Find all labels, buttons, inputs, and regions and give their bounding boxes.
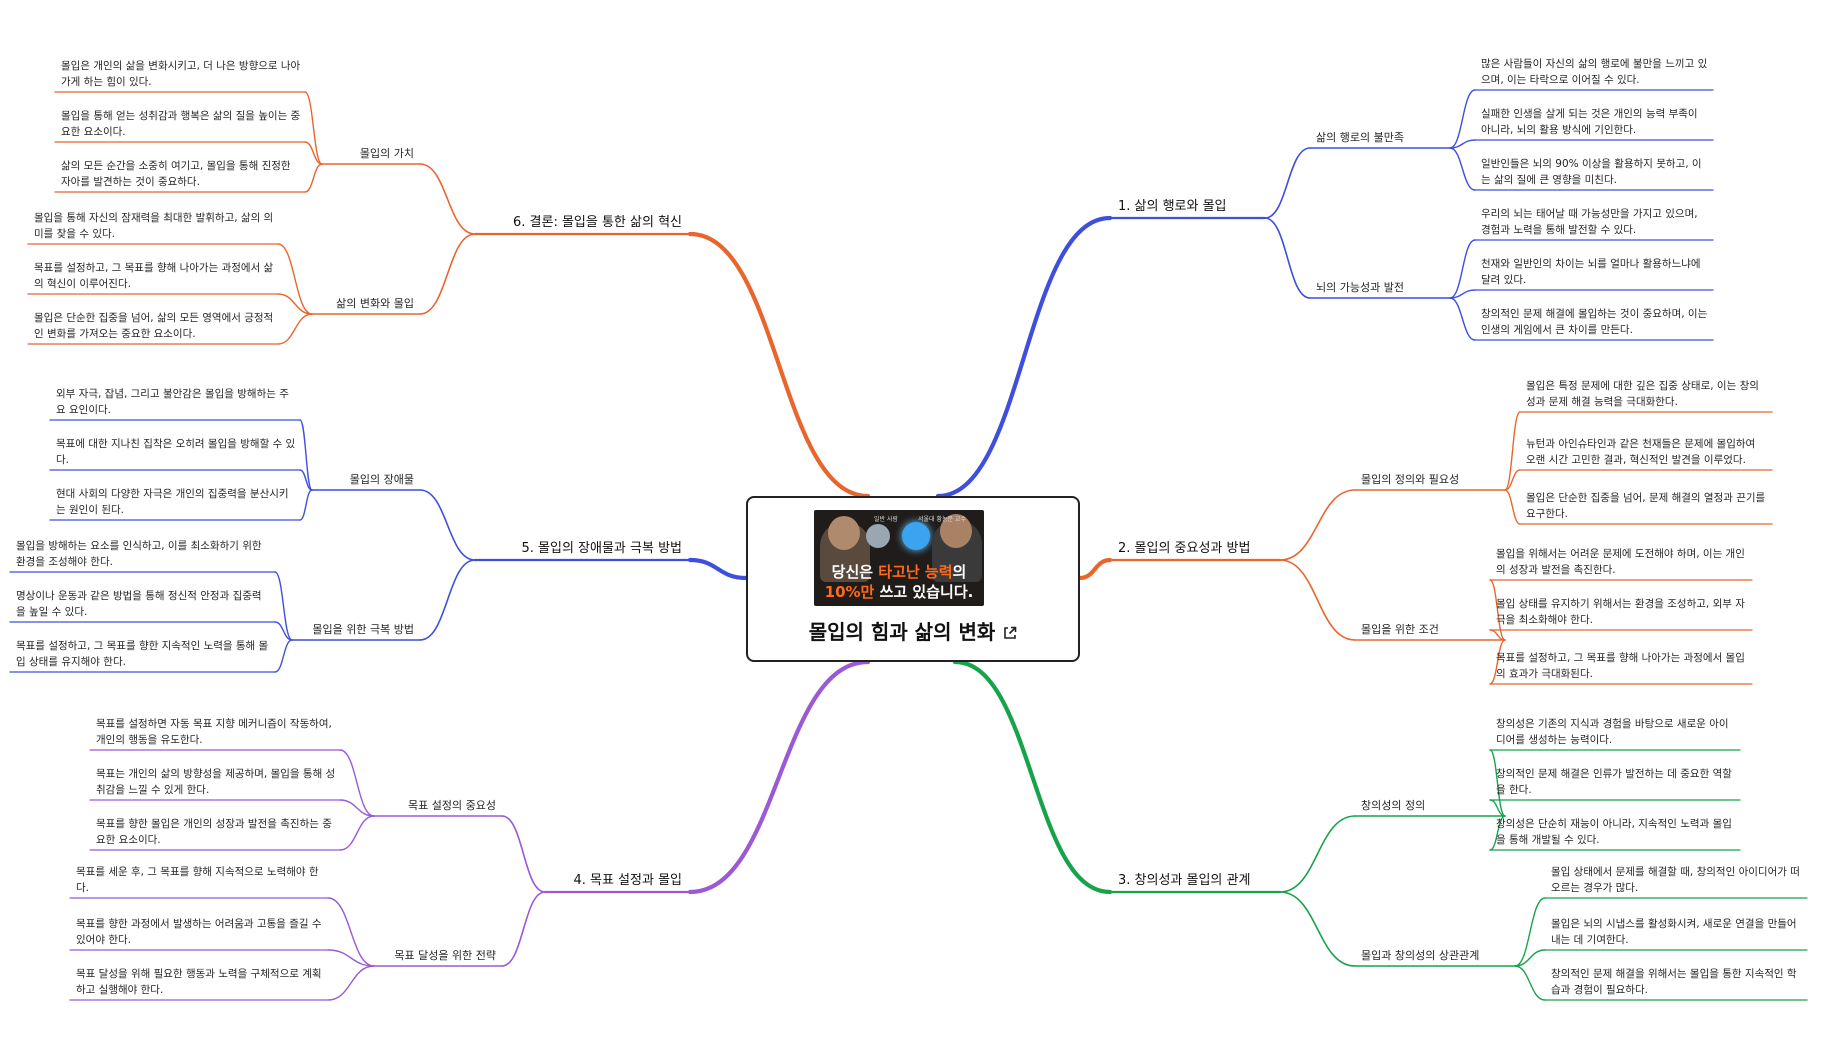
branch-b3-sub-0-leaf-0[interactable]: 창의성은 기존의 지식과 경험을 바탕으로 새로운 아이디어를 생성하는 능력이… bbox=[1496, 716, 1736, 748]
branch-b5-sub-0-label[interactable]: 몰입의 장애물 bbox=[312, 473, 414, 487]
branch-b3-sub-1-leaf-1[interactable]: 몰입은 뇌의 시냅스를 활성화시켜, 새로운 연결을 만들어내는 데 기여한다. bbox=[1551, 916, 1803, 948]
branch-b6-sub-1-leaf-1[interactable]: 목표를 설정하고, 그 목표를 향해 나아가는 과정에서 삶의 혁신이 이루어진… bbox=[34, 260, 274, 292]
branch-b3-sub-1-leaf-0[interactable]: 몰입 상태에서 문제를 해결할 때, 창의적인 아이디어가 떠오르는 경우가 많… bbox=[1551, 864, 1803, 896]
branch-b4-sub-1-leaf-0[interactable]: 목표를 세운 후, 그 목표를 향해 지속적으로 노력해야 한다. bbox=[76, 864, 324, 896]
external-link-icon[interactable] bbox=[1003, 626, 1017, 640]
branch-b4-sub-1-label[interactable]: 목표 달성을 위한 전략 bbox=[374, 949, 496, 963]
brain-gray-icon bbox=[866, 524, 890, 548]
caption-pre: 당신은 bbox=[832, 563, 879, 581]
branch-b2-sub-1-label[interactable]: 몰입을 위한 조건 bbox=[1361, 623, 1505, 637]
person-left-head bbox=[828, 516, 860, 550]
branch-b6-label[interactable]: 6. 결론: 몰입을 통한 삶의 혁신 bbox=[475, 215, 682, 231]
branch-b1-sub-1-leaf-2[interactable]: 창의적인 문제 해결에 몰입하는 것이 중요하며, 이는 인생의 게임에서 큰 … bbox=[1481, 306, 1709, 338]
thumbnail-tag-right: 서울대 황농문 교수 bbox=[918, 514, 966, 523]
branch-b3-sub-0-leaf-2[interactable]: 창의성은 단순히 재능이 아니라, 지속적인 노력과 몰입을 통해 개발될 수 … bbox=[1496, 816, 1736, 848]
branch-b2-sub-0-leaf-2[interactable]: 몰입은 단순한 집중을 넘어, 문제 해결의 열정과 끈기를 요구한다. bbox=[1526, 490, 1768, 522]
branch-b2-sub-1-leaf-0[interactable]: 몰입을 위해서는 어려운 문제에 도전해야 하며, 이는 개인의 성장과 발전을… bbox=[1496, 546, 1748, 578]
branch-b4-sub-1-leaf-1[interactable]: 목표를 향한 과정에서 발생하는 어려움과 고통을 즐길 수 있어야 한다. bbox=[76, 916, 324, 948]
branch-b4-sub-0-leaf-0[interactable]: 목표를 설정하면 자동 목표 지향 메커니즘이 작동하여, 개인의 행동을 유도… bbox=[96, 716, 336, 748]
branch-b6-sub-1-leaf-0[interactable]: 몰입을 통해 자신의 잠재력을 최대한 발휘하고, 삶의 의미를 찾을 수 있다… bbox=[34, 210, 274, 242]
branch-b2-sub-0-leaf-0[interactable]: 몰입은 특정 문제에 대한 깊은 집중 상태로, 이는 창의성과 문제 해결 능… bbox=[1526, 378, 1768, 410]
branch-b3-sub-1-label[interactable]: 몰입과 창의성의 상관관계 bbox=[1361, 949, 1515, 963]
branch-b1-sub-0-leaf-1[interactable]: 실패한 인생을 살게 되는 것은 개인의 능력 부족이 아니라, 뇌의 활용 방… bbox=[1481, 106, 1709, 138]
branch-b3-sub-1-leaf-2[interactable]: 창의적인 문제 해결을 위해서는 몰입을 통한 지속적인 학습과 경험이 필요하… bbox=[1551, 966, 1803, 998]
branch-b6-sub-0-leaf-0[interactable]: 몰입은 개인의 삶을 변화시키고, 더 나은 방향으로 나아가게 하는 힘이 있… bbox=[61, 58, 301, 90]
branch-b3-label[interactable]: 3. 창의성과 몰입의 관계 bbox=[1118, 873, 1280, 889]
branch-b6-sub-1-leaf-2[interactable]: 몰입은 단순한 집중을 넘어, 삶의 모든 영역에서 긍정적인 변화를 가져오는… bbox=[34, 310, 274, 342]
branch-b2-sub-0-label[interactable]: 몰입의 정의와 필요성 bbox=[1361, 473, 1505, 487]
branch-b2-sub-1-leaf-1[interactable]: 몰입 상태를 유지하기 위해서는 환경을 조성하고, 외부 자극을 최소화해야 … bbox=[1496, 596, 1748, 628]
branch-b1-sub-0-label[interactable]: 삶의 행로의 불만족 bbox=[1316, 131, 1450, 145]
branch-b5-sub-1-label[interactable]: 몰입을 위한 극복 방법 bbox=[292, 623, 414, 637]
branch-b6-sub-1-label[interactable]: 삶의 변화와 몰입 bbox=[312, 297, 414, 311]
branch-b5-sub-0-leaf-1[interactable]: 목표에 대한 지나친 집착은 오히려 몰입을 방해할 수 있다. bbox=[56, 436, 296, 468]
branch-b4-sub-0-leaf-2[interactable]: 목표를 향한 몰입은 개인의 성장과 발전을 촉진하는 중요한 요소이다. bbox=[96, 816, 336, 848]
branch-b1-sub-0-leaf-0[interactable]: 많은 사람들이 자신의 삶의 행로에 불만을 느끼고 있으며, 이는 타락으로 … bbox=[1481, 56, 1709, 88]
branch-b5-sub-1-leaf-1[interactable]: 명상이나 운동과 같은 방법을 통해 정신적 안정과 집중력을 높일 수 있다. bbox=[16, 588, 271, 620]
branch-b2-label[interactable]: 2. 몰입의 중요성과 방법 bbox=[1118, 541, 1280, 557]
branch-b3-sub-0-label[interactable]: 창의성의 정의 bbox=[1361, 799, 1505, 813]
thumbnail-tag-left: 일반 사람 bbox=[874, 514, 898, 523]
branch-b5-sub-0-leaf-2[interactable]: 현대 사회의 다양한 자극은 개인의 집중력을 분산시키는 원인이 된다. bbox=[56, 486, 296, 518]
branch-b5-sub-0-leaf-0[interactable]: 외부 자극, 잡념, 그리고 불안감은 몰입을 방해하는 주요 요인이다. bbox=[56, 386, 296, 418]
branch-b4-label[interactable]: 4. 목표 설정과 몰입 bbox=[545, 873, 682, 889]
video-thumbnail[interactable]: 일반 사람 서울대 황농문 교수 당신은 타고난 능력의 10%만 쓰고 있습니… bbox=[814, 510, 984, 606]
caption-highlight-2: 10%만 bbox=[825, 583, 875, 601]
branch-b6-sub-0-label[interactable]: 몰입의 가치 bbox=[322, 147, 414, 161]
branch-b4-sub-0-leaf-1[interactable]: 목표는 개인의 삶의 방향성을 제공하며, 몰입을 통해 성취감을 느낄 수 있… bbox=[96, 766, 336, 798]
branch-b5-sub-1-leaf-0[interactable]: 몰입을 방해하는 요소를 인식하고, 이를 최소화하기 위한 환경을 조성해야 … bbox=[16, 538, 271, 570]
branch-b1-sub-0-leaf-2[interactable]: 일반인들은 뇌의 90% 이상을 활용하지 못하고, 이는 삶의 질에 큰 영향… bbox=[1481, 156, 1709, 188]
branch-b2-sub-0-leaf-1[interactable]: 뉴턴과 아인슈타인과 같은 천재들은 문제에 몰입하여 오랜 시간 고민한 결과… bbox=[1526, 436, 1768, 468]
central-title: 몰입의 힘과 삶의 변화 bbox=[809, 620, 996, 644]
central-title-row: 몰입의 힘과 삶의 변화 bbox=[748, 616, 1078, 645]
caption-highlight-1: 타고난 능력 bbox=[878, 563, 952, 581]
branch-b6-sub-0-leaf-2[interactable]: 삶의 모든 순간을 소중히 여기고, 몰입을 통해 진정한 자아를 발견하는 것… bbox=[61, 158, 301, 190]
caption-post: 쓰고 있습니다. bbox=[874, 583, 973, 601]
branch-b5-sub-1-leaf-2[interactable]: 목표를 설정하고, 그 목표를 향한 지속적인 노력을 통해 몰입 상태를 유지… bbox=[16, 638, 271, 670]
branch-b4-sub-1-leaf-2[interactable]: 목표 달성을 위해 필요한 행동과 노력을 구체적으로 계획하고 실행해야 한다… bbox=[76, 966, 324, 998]
branch-b1-sub-1-label[interactable]: 뇌의 가능성과 발전 bbox=[1316, 281, 1450, 295]
branch-b3-sub-0-leaf-1[interactable]: 창의적인 문제 해결은 인류가 발전하는 데 중요한 역할을 한다. bbox=[1496, 766, 1736, 798]
branch-b1-sub-1-leaf-0[interactable]: 우리의 뇌는 태어날 때 가능성만을 가지고 있으며, 경험과 노력을 통해 발… bbox=[1481, 206, 1709, 238]
central-topic[interactable]: 일반 사람 서울대 황농문 교수 당신은 타고난 능력의 10%만 쓰고 있습니… bbox=[746, 496, 1080, 662]
brain-blue-icon bbox=[902, 522, 930, 550]
caption-mid: 의 bbox=[953, 563, 967, 581]
branch-b1-label[interactable]: 1. 삶의 행로와 몰입 bbox=[1118, 199, 1265, 215]
branch-b4-sub-0-label[interactable]: 목표 설정의 중요성 bbox=[374, 799, 496, 813]
branch-b5-label[interactable]: 5. 몰입의 장애물과 극복 방법 bbox=[475, 541, 682, 557]
branch-b2-sub-1-leaf-2[interactable]: 목표를 설정하고, 그 목표를 향해 나아가는 과정에서 몰입의 효과가 극대화… bbox=[1496, 650, 1748, 682]
branch-b1-sub-1-leaf-1[interactable]: 천재와 일반인의 차이는 뇌를 얼마나 활용하느냐에 달려 있다. bbox=[1481, 256, 1709, 288]
branch-b6-sub-0-leaf-1[interactable]: 몰입을 통해 얻는 성취감과 행복은 삶의 질을 높이는 중요한 요소이다. bbox=[61, 108, 301, 140]
thumbnail-caption: 당신은 타고난 능력의 10%만 쓰고 있습니다. bbox=[814, 562, 984, 602]
